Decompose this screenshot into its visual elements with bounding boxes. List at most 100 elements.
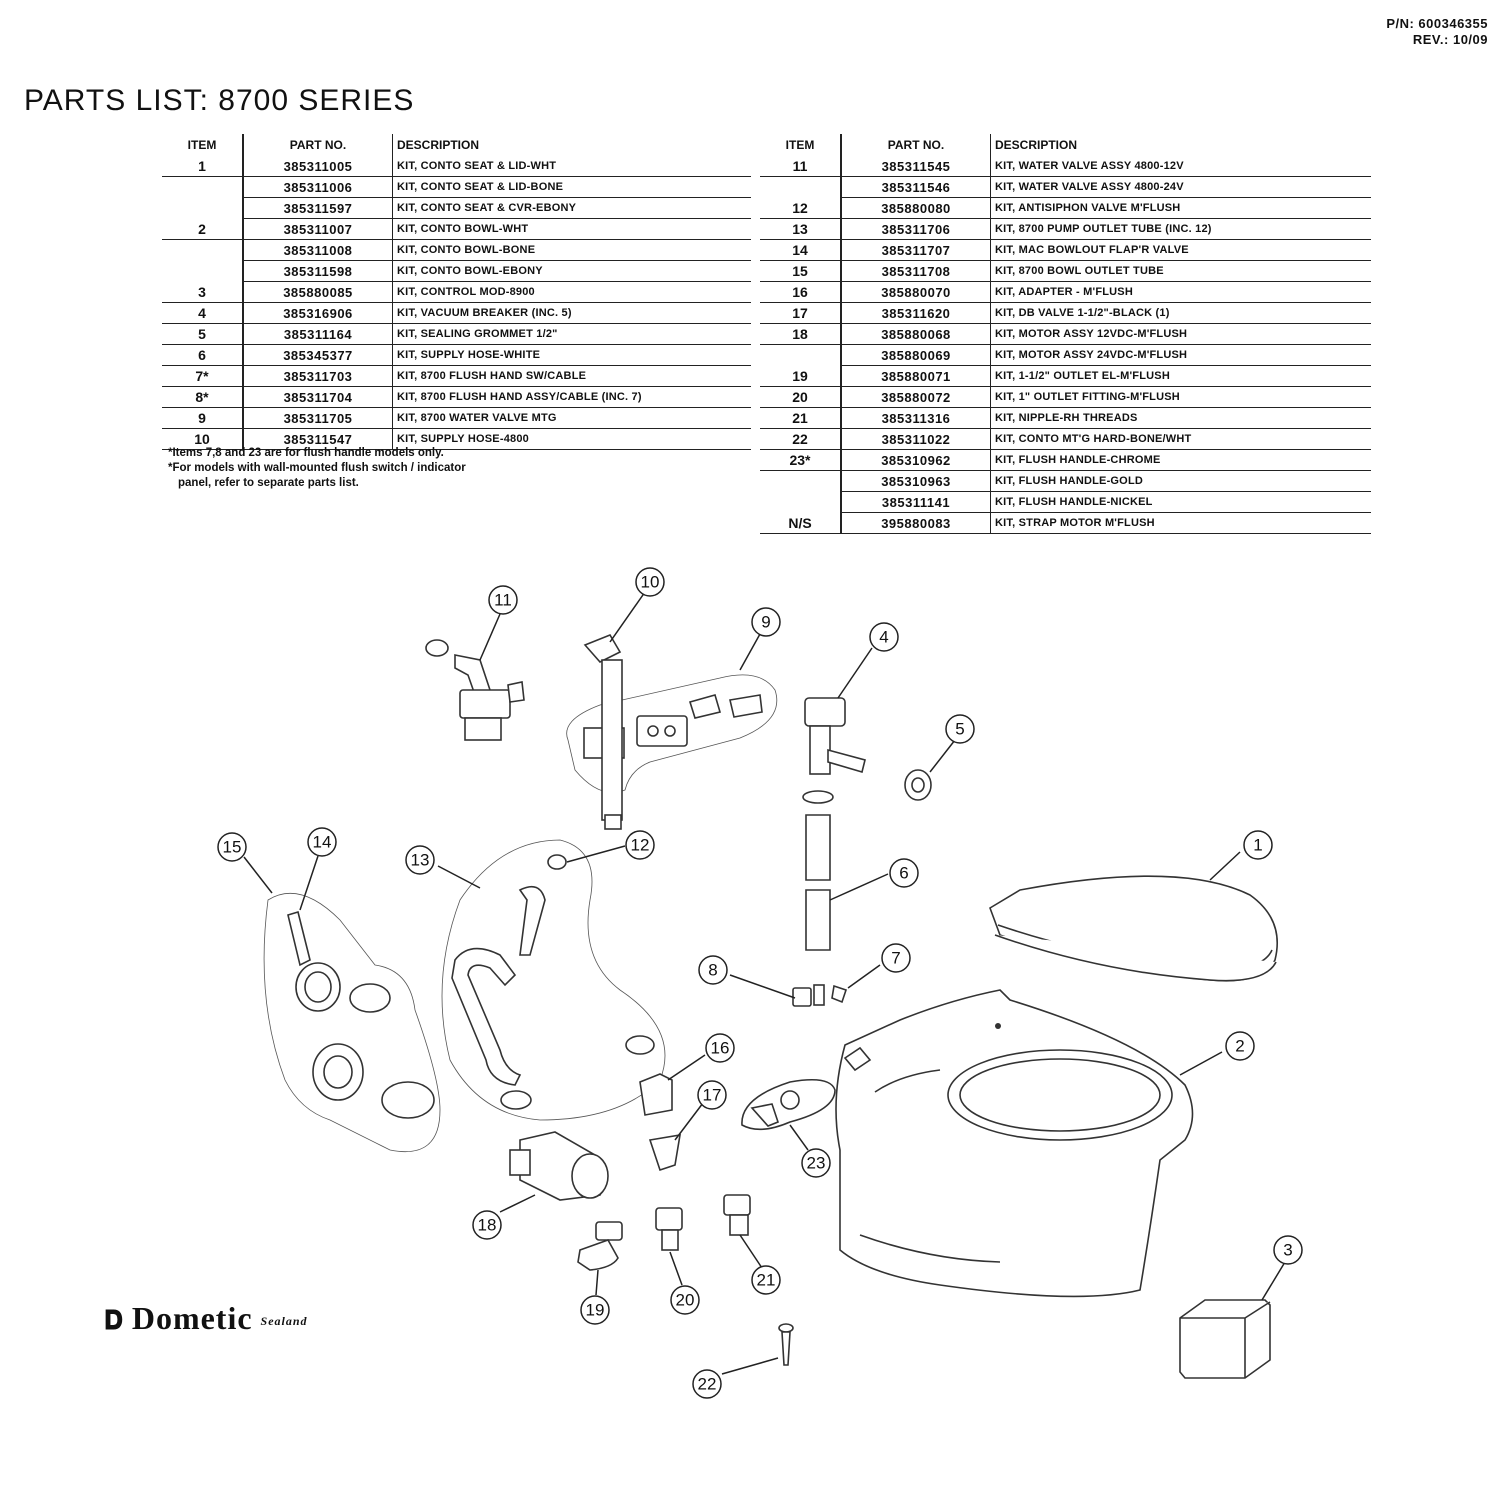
callout-7: 7 [881, 943, 911, 973]
part-no-cell: 385311546 [841, 176, 991, 198]
nipple-drawing [723, 1194, 751, 1236]
item-cell: 21 [760, 407, 842, 429]
callout-circle [1225, 1031, 1255, 1061]
item-cell: 9 [162, 407, 244, 429]
supply-hose-4800-drawing [583, 634, 623, 830]
description-cell: KIT, FLUSH HANDLE-CHROME [990, 449, 1371, 471]
description-cell: KIT, NIPPLE-RH THREADS [990, 407, 1371, 429]
table-header-row: ITEM PART NO. DESCRIPTION [162, 134, 751, 156]
callout-circle [692, 1369, 722, 1399]
description-cell: KIT, 8700 BOWL OUTLET TUBE [990, 260, 1371, 282]
header-item: ITEM [760, 134, 842, 156]
callout-6: 6 [889, 858, 919, 888]
callout-13: 13 [405, 845, 435, 875]
description-cell: KIT, ANTISIPHON VALVE M'FLUSH [990, 197, 1371, 219]
motor-assy-drawing [509, 1131, 609, 1201]
footnote-3: panel, refer to separate parts list. [178, 477, 359, 489]
callout-circle [869, 622, 899, 652]
item-cell: 2 [162, 218, 244, 240]
item-cell: 7* [162, 365, 244, 387]
rev-line: REV.: 10/09 [1412, 32, 1488, 47]
item-cell [760, 344, 842, 366]
description-cell: KIT, CONTO MT'G HARD-BONE/WHT [990, 428, 1371, 450]
item-cell: 14 [760, 239, 842, 261]
item-cell: 17 [760, 302, 842, 324]
part-no-cell: 385311598 [243, 260, 393, 282]
callout-12: 12 [625, 830, 655, 860]
part-no-cell: 385311008 [243, 239, 393, 261]
part-no-cell: 385880068 [841, 323, 991, 345]
grommet-drawing [904, 769, 932, 801]
bowl-drawing [835, 989, 1194, 1298]
description-cell: KIT, STRAP MOTOR M'FLUSH [990, 512, 1371, 534]
part-no-cell: 385311164 [243, 323, 393, 345]
header-part-no: PART NO. [841, 134, 991, 156]
control-module-drawing [1179, 1299, 1271, 1379]
description-cell: KIT, VACUUM BREAKER (INC. 5) [392, 302, 751, 324]
item-cell [162, 239, 244, 261]
description-cell: KIT, SUPPLY HOSE-4800 [392, 428, 751, 450]
item-cell: 3 [162, 281, 244, 303]
part-no-cell: 385311022 [841, 428, 991, 450]
description-cell: KIT, 1-1/2" OUTLET EL-M'FLUSH [990, 365, 1371, 387]
callout-20: 20 [670, 1285, 700, 1315]
bowl-outlet-drawing [263, 893, 441, 1152]
part-no-cell: 385311316 [841, 407, 991, 429]
water-valve-drawing [425, 639, 525, 741]
table-header-row: ITEM PART NO. DESCRIPTION [760, 134, 1371, 156]
callout-number: 4 [879, 628, 888, 647]
callout-number: 1 [1253, 836, 1262, 855]
description-cell: KIT, CONTO SEAT & LID-WHT [392, 156, 751, 177]
callout-number: 23 [807, 1154, 826, 1173]
description-cell: KIT, ADAPTER - M'FLUSH [990, 281, 1371, 303]
description-cell: KIT, MAC BOWLOUT FLAP'R VALVE [990, 239, 1371, 261]
item-cell: 1 [162, 156, 244, 177]
callout-4: 4 [869, 622, 899, 652]
callout-number: 2 [1235, 1037, 1244, 1056]
leader-lines [243, 591, 1286, 1375]
item-cell [760, 470, 842, 492]
part-no-cell: 385310963 [841, 470, 991, 492]
header-part-no: PART NO. [243, 134, 393, 156]
description-cell: KIT, CONTO BOWL-WHT [392, 218, 751, 240]
item-cell [760, 491, 842, 513]
callout-circle [1243, 830, 1273, 860]
brand-name: Dometic [131, 1300, 253, 1336]
callout-number: 9 [761, 613, 770, 632]
part-no-cell: 385311597 [243, 197, 393, 219]
callout-number: 12 [631, 836, 650, 855]
callout-number: 13 [411, 851, 430, 870]
footnote-1: *Items 7,8 and 23 are for flush handle m… [168, 447, 444, 459]
item-cell [162, 176, 244, 198]
callout-circle [625, 830, 655, 860]
part-no-cell: 385880069 [841, 344, 991, 366]
db-valve-drawing [648, 1134, 681, 1172]
callout-circle [472, 1210, 502, 1240]
description-cell: KIT, CONTO BOWL-BONE [392, 239, 751, 261]
callout-circle [751, 1265, 781, 1295]
description-cell: KIT, DB VALVE 1-1/2"-BLACK (1) [990, 302, 1371, 324]
callout-circle [488, 585, 518, 615]
callout-number: 17 [703, 1086, 722, 1105]
item-cell: 20 [760, 386, 842, 408]
pump-outlet-tube-drawing [441, 839, 666, 1121]
callout-number: 20 [676, 1291, 695, 1310]
callout-number: 18 [478, 1216, 497, 1235]
